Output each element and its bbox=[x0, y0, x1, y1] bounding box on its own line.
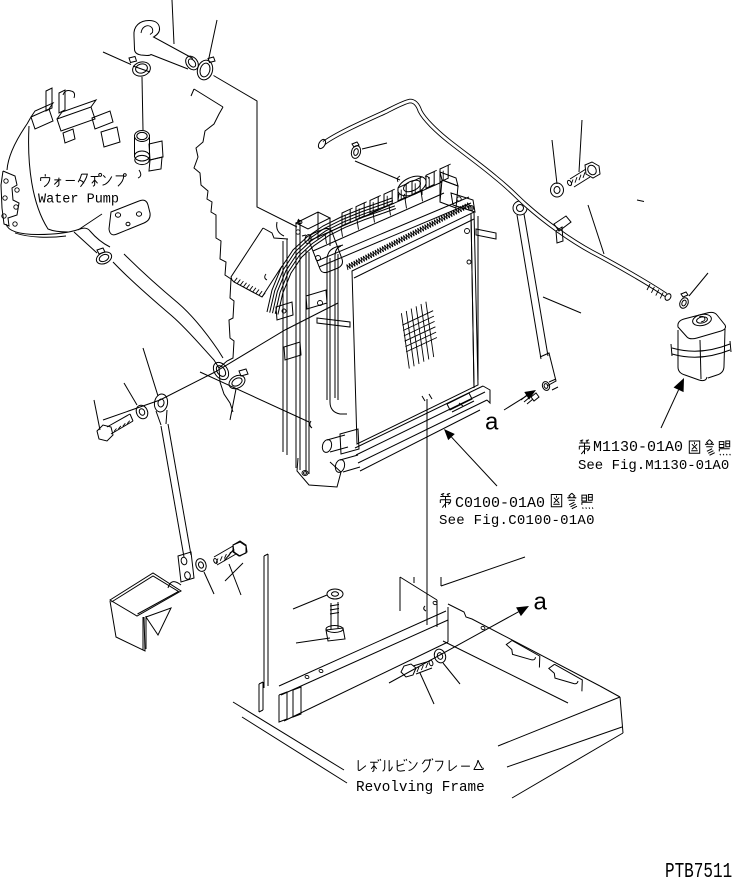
svg-text:See Fig.C0100-01A0: See Fig.C0100-01A0 bbox=[439, 513, 595, 529]
svg-text:C0100-01A0: C0100-01A0 bbox=[455, 495, 545, 512]
svg-text:See Fig.M1130-01A0: See Fig.M1130-01A0 bbox=[578, 458, 729, 474]
svg-text:PTB7511: PTB7511 bbox=[665, 860, 732, 878]
svg-text:a: a bbox=[485, 409, 499, 436]
svg-text:Revolving Frame: Revolving Frame bbox=[356, 780, 485, 796]
svg-text:M1130-01A0: M1130-01A0 bbox=[593, 439, 683, 456]
svg-text:Water Pump: Water Pump bbox=[38, 193, 119, 208]
svg-text:a: a bbox=[534, 589, 548, 616]
